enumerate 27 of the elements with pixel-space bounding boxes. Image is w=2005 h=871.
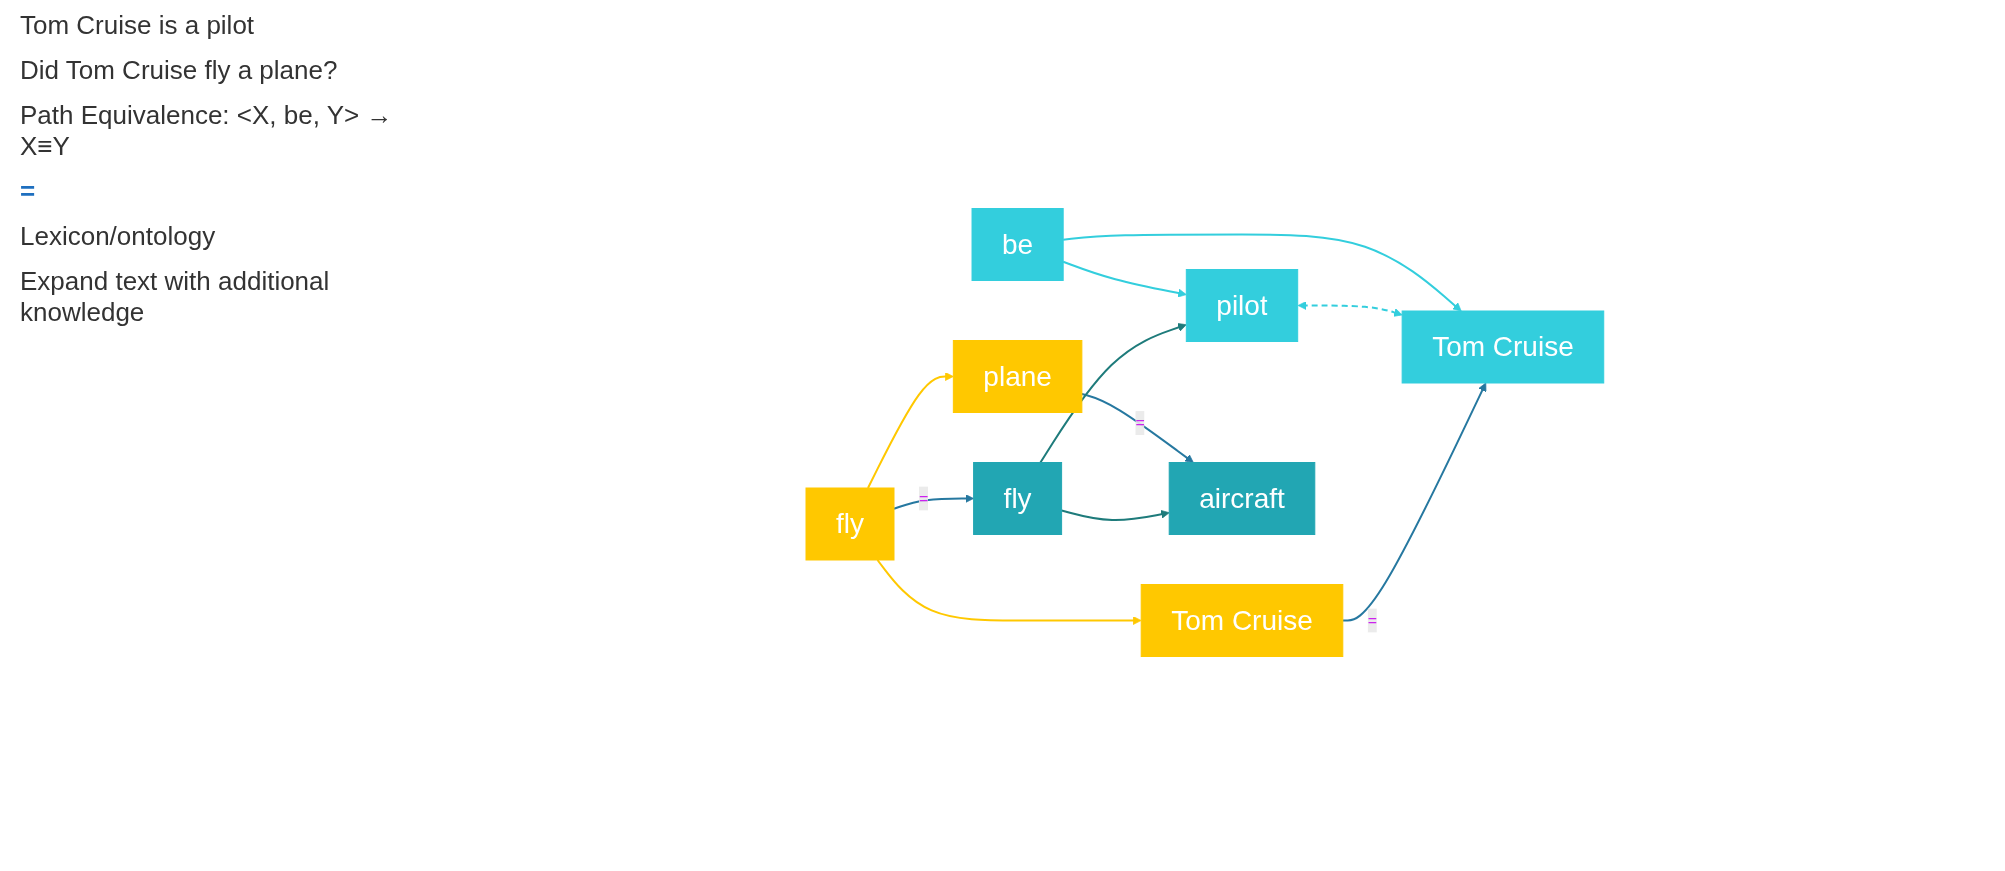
equals-sign: = — [20, 176, 37, 207]
arrow — [1062, 233, 1462, 312]
note-text: Tom Cruise is a pilot — [20, 10, 256, 41]
note-text: Expand text with additional knowledge — [20, 266, 331, 328]
edge-label: = — [1367, 611, 1378, 629]
node-box: plane — [952, 340, 1083, 413]
node-box: fly — [973, 462, 1063, 535]
arrow — [867, 372, 954, 489]
node-box: fly — [805, 487, 895, 561]
arrow — [1297, 301, 1403, 317]
arrow — [1081, 392, 1194, 463]
arrow — [876, 559, 1142, 625]
note-text: Lexicon/ontology — [20, 221, 217, 252]
note-text: Path Equivalence: <X, be, Y> → X≡Y — [20, 100, 394, 162]
arrow — [1039, 323, 1187, 464]
node-box: aircraft — [1168, 462, 1316, 535]
node-box: Tom Cruise — [1401, 310, 1605, 384]
note-text: Did Tom Cruise fly a plane? — [20, 55, 339, 86]
arrow — [1341, 382, 1487, 622]
node-box: pilot — [1185, 269, 1299, 342]
node-box: be — [971, 208, 1064, 281]
edge-label: = — [919, 489, 929, 507]
arrow — [1060, 509, 1170, 522]
edge-label: = — [1135, 414, 1145, 432]
arrow — [893, 494, 975, 510]
arrow — [1062, 260, 1187, 298]
node-box: Tom Cruise — [1140, 584, 1344, 657]
